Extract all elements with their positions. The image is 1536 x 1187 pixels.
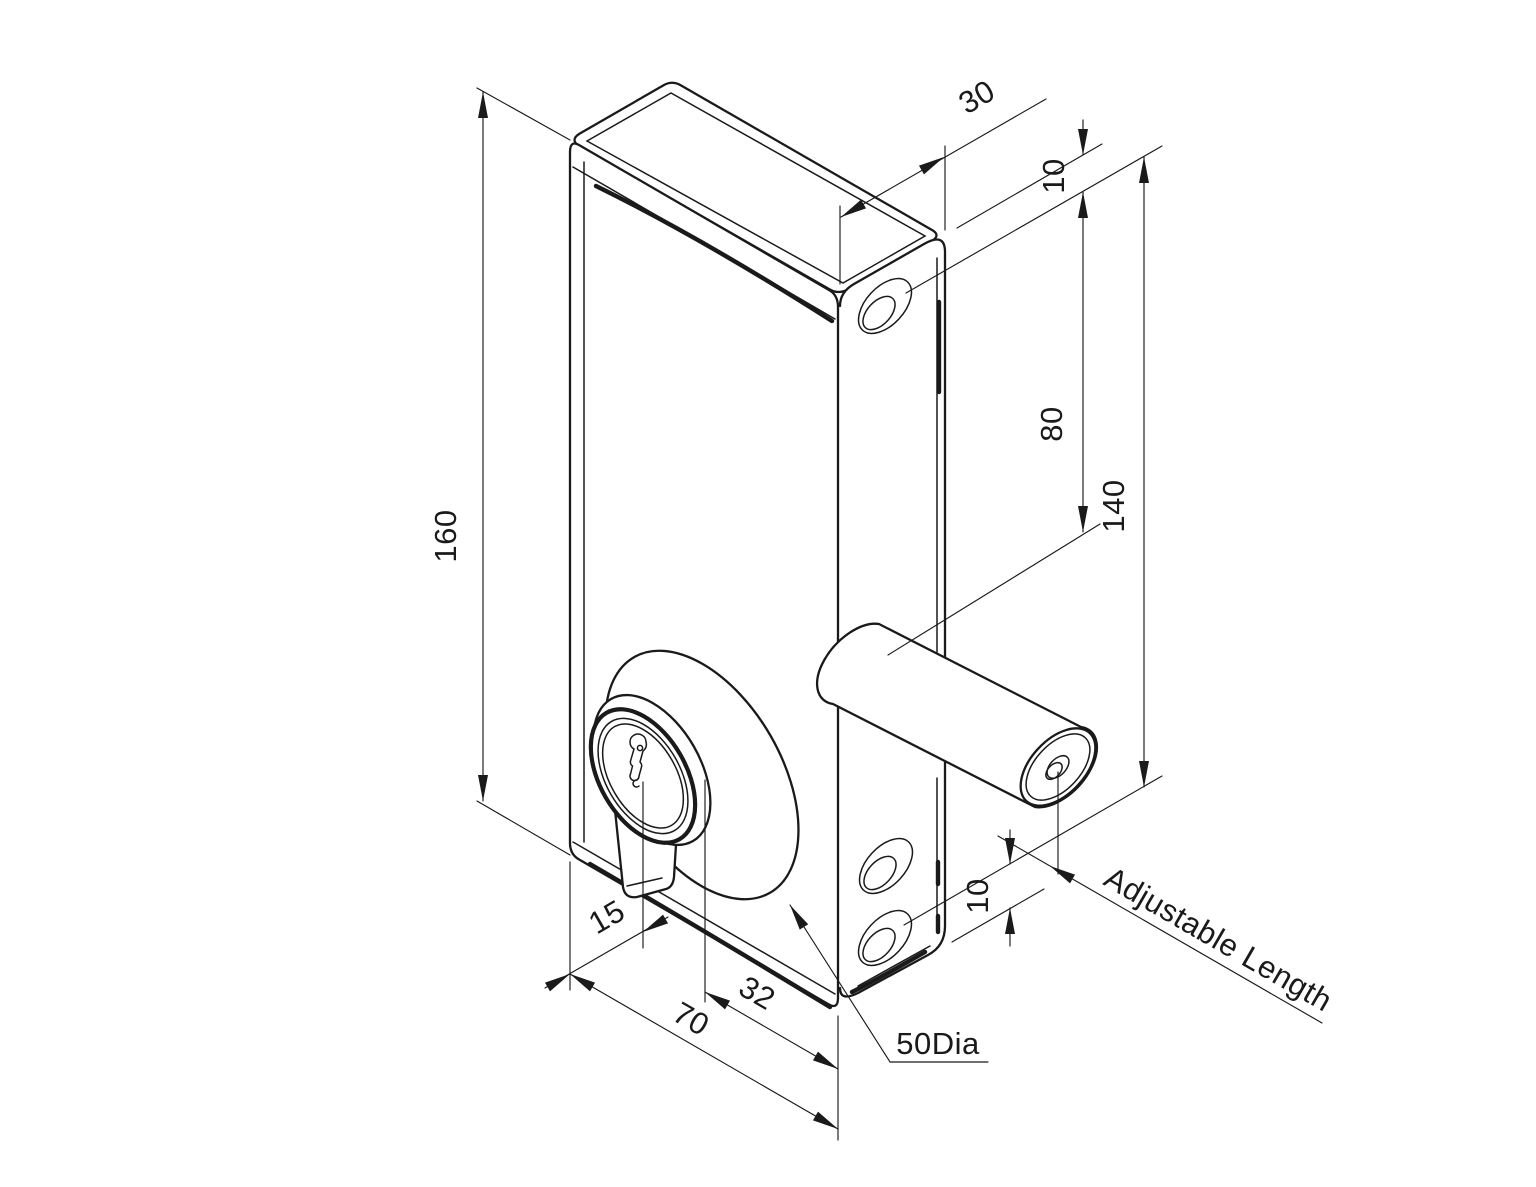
- bolt-barrel: [815, 622, 1099, 809]
- dim-escutcheon-dia: 50Dia: [789, 904, 989, 1063]
- dim-flange-depth-label: 30: [953, 73, 1001, 121]
- arrowhead: [812, 1051, 838, 1069]
- dim-hole-spacing: 140: [903, 156, 1163, 926]
- dim-body-width: 70: [569, 973, 839, 1141]
- cylinder-tab-outline: [613, 808, 680, 899]
- dim-hole-to-bolt-label: 80: [1034, 406, 1069, 441]
- lock-bolt: [815, 622, 1099, 809]
- arrowhead: [790, 905, 809, 930]
- dim-body-width-label: 70: [667, 995, 715, 1043]
- front-bottom-fold-line: [572, 841, 836, 995]
- dim-bottom-hole-offset-label: 10: [960, 878, 995, 913]
- arrowhead: [478, 775, 488, 801]
- euro-cylinder: [588, 693, 712, 899]
- cylinder-tab-edge: [626, 877, 663, 887]
- arrowhead: [1078, 506, 1088, 532]
- dimension-line: [569, 973, 839, 1130]
- leader-line: [789, 904, 891, 1063]
- extension-line: [476, 87, 571, 141]
- keyway: [629, 733, 648, 788]
- hole-bore: [862, 927, 896, 963]
- dim-hole-to-bolt: 80: [887, 191, 1101, 656]
- cylinder-face-rim: [588, 707, 698, 845]
- extension-line: [887, 523, 1101, 656]
- flange-hole-bottom: [857, 909, 913, 967]
- arrowhead: [812, 1111, 838, 1129]
- bolt-end-chamfer: [1025, 733, 1091, 801]
- extension-line: [905, 145, 1163, 294]
- hole-countersink-rim: [857, 909, 913, 967]
- cylinder-face-ring-outer: [597, 717, 689, 835]
- arrowhead: [643, 914, 669, 932]
- flange-bottom-inner-edge: [857, 945, 931, 987]
- front-top-fold-shadow: [593, 183, 835, 324]
- dimension-line: [840, 98, 1047, 218]
- dim-escutcheon-dia-label: 50Dia: [896, 1026, 980, 1061]
- hole-countersink-rim: [857, 277, 913, 335]
- extension-line: [476, 800, 571, 856]
- flange-hole-top: [857, 277, 913, 335]
- arrowhead: [1139, 761, 1149, 787]
- bolt-end-face: [1019, 727, 1097, 807]
- arrowhead: [544, 974, 570, 992]
- dim-adjustable-length: Adjustable Length: [997, 771, 1339, 1024]
- arrowhead: [478, 92, 488, 118]
- extension-line: [956, 143, 1103, 229]
- hole-bore: [862, 295, 896, 331]
- dim-body-height-label: 160: [428, 509, 463, 562]
- arrowhead: [1050, 866, 1076, 884]
- flange-bottom-fold-shadow: [849, 949, 928, 995]
- extension-line: [903, 775, 1163, 926]
- extension-line: [951, 888, 1045, 943]
- arrowhead: [570, 974, 596, 992]
- key-profile: [629, 733, 648, 782]
- body-top-face-inner-edge: [585, 92, 927, 284]
- dim-body-height: 160: [428, 87, 571, 856]
- mounting-flange: [838, 238, 947, 998]
- dim-adjustable-length-label: Adjustable Length: [1099, 860, 1339, 1019]
- arrowhead: [1078, 129, 1088, 155]
- dim-cylinder-from-edge-label: 15: [583, 893, 631, 941]
- arrowhead: [705, 992, 731, 1010]
- dim-hole-spacing-label: 140: [1096, 479, 1131, 532]
- hole-bore: [863, 855, 897, 891]
- arrowhead: [1139, 157, 1149, 183]
- flange-hole-middle: [858, 837, 914, 895]
- hole-countersink-rim: [858, 837, 914, 895]
- key-pin: [636, 744, 644, 752]
- bolt-center-hole: [1046, 754, 1070, 780]
- arrowhead: [1005, 908, 1015, 934]
- arrowhead: [918, 157, 944, 175]
- cylinder-face-ring-inner: [601, 723, 685, 829]
- dim-cylinder-to-corner-label: 32: [733, 969, 781, 1017]
- arrowhead: [1005, 838, 1015, 864]
- dim-top-hole-offset-label: 10: [1036, 158, 1071, 193]
- dim-bottom-hole-offset: 10: [951, 829, 1045, 947]
- dim-top-hole-offset: 10: [905, 119, 1163, 294]
- arrowhead: [841, 199, 867, 217]
- key-bit: [632, 779, 640, 788]
- flange-outline: [838, 238, 947, 998]
- dimension-line: [997, 835, 1323, 1024]
